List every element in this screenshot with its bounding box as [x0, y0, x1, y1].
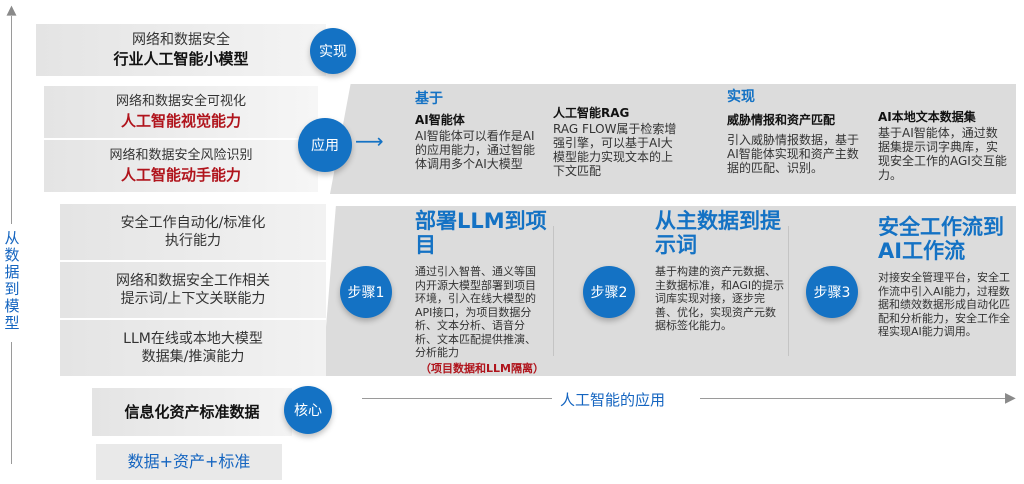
app-col-threat-body: 引入威胁情报数据，基于AI智能体实现和资产主数据的匹配、识别。: [727, 133, 860, 175]
steps-panel: [322, 206, 1016, 376]
step-separator-2: [788, 226, 789, 356]
layer-action-line1: 网络和数据安全风险识别: [109, 148, 253, 163]
layer-prompt-line1: 网络和数据安全工作相关: [116, 273, 270, 289]
step1-body: 通过引入智普、通义等国内开源大模型部署到项目环境，引入在线大模型的API接口，为…: [415, 265, 536, 359]
application-badge: 应用: [298, 118, 352, 172]
axis-label: 从数据到模型: [4, 229, 20, 332]
step3-badge: 步骤3: [806, 266, 858, 318]
layer-automation-line2: 执行能力: [165, 233, 221, 249]
core-badge: 核心: [284, 386, 332, 434]
layer-visual-capability: 网络和数据安全可视化 人工智能视觉能力: [44, 86, 318, 138]
step1-note: （项目数据和LLM隔离）: [420, 362, 544, 375]
application-panel: [330, 84, 1016, 194]
layer-action-line2: 人工智能动手能力: [120, 166, 241, 184]
arrow-right-icon: ▶: [1005, 390, 1016, 406]
ai-application-line-left: [362, 398, 552, 399]
layer-industry-model-line2: 行业人工智能小模型: [113, 50, 249, 68]
step1-title: 部署LLM到项目: [415, 209, 547, 257]
layer-visual-line1: 网络和数据安全可视化: [115, 94, 246, 109]
arrow-right-icon: ⟶: [355, 129, 384, 153]
layer-llm-dataset: LLM在线或本地大模型 数据集/推演能力: [60, 320, 326, 376]
ai-application-label: 人工智能的应用: [560, 391, 666, 409]
app-group-basis-title: 基于: [415, 91, 443, 107]
step2-body: 基于构建的资产元数据、主数据标准，和AGI的提示词库实现对接，逐步完善、优化，实…: [655, 265, 785, 332]
layer-llm-line1: LLM在线或本地大模型: [123, 331, 263, 347]
step1-badge: 步骤1: [340, 266, 392, 318]
layer-llm-line2: 数据集/推演能力: [141, 349, 245, 365]
step3-body: 对接安全管理平台，安全工作流中引入AI能力，过程数据和绩效数据形成自动化匹配和分…: [878, 271, 1010, 338]
app-col-dataset-title: AI本地文本数据集: [878, 110, 976, 124]
axis-line-bottom: [11, 342, 12, 464]
layer-action-capability: 网络和数据安全风险识别 人工智能动手能力: [44, 140, 318, 192]
app-col-threat-title: 威胁情报和资产匹配: [727, 113, 836, 127]
layer-core-text: 信息化资产标准数据: [124, 403, 260, 421]
axis-line-top: [11, 16, 12, 224]
implement-badge: 实现: [310, 28, 356, 74]
step2-badge: 步骤2: [583, 266, 635, 318]
app-group-implement-title: 实现: [727, 89, 755, 105]
app-col-dataset-body: 基于AI智能体，通过数据集提示词字典库，实现安全工作的AGI交互能力。: [878, 126, 1007, 182]
app-col-agent-body: AI智能体可以看作是AI的应用能力，通过智能体调用多个AI大模型: [415, 129, 536, 171]
layer-prompt-line2: 提示词/上下文关联能力: [120, 291, 266, 307]
layer-industry-model: 网络和数据安全 行业人工智能小模型: [36, 24, 326, 76]
step3-title: 安全工作流到AI工作流: [878, 215, 1004, 263]
app-col-rag-body: RAG FLOW属于检索增强引擎，可以基于AI大模型能力实现文本的上下文匹配: [553, 122, 677, 178]
app-col-rag-title: 人工智能RAG: [553, 106, 630, 120]
app-col-agent-title: AI智能体: [415, 113, 465, 127]
layer-automation: 安全工作自动化/标准化 执行能力: [60, 204, 326, 260]
ai-application-line-right: [700, 398, 1006, 399]
layer-base-text: 数据+资产+标准: [127, 452, 251, 471]
layer-prompt-context: 网络和数据安全工作相关 提示词/上下文关联能力: [60, 262, 326, 318]
layer-core-data: 信息化资产标准数据: [92, 388, 292, 436]
step-separator-1: [553, 226, 554, 356]
step2-title: 从主数据到提示词: [655, 209, 781, 257]
layer-base: 数据+资产+标准: [96, 444, 282, 480]
layer-visual-line2: 人工智能视觉能力: [120, 112, 241, 130]
layer-automation-line1: 安全工作自动化/标准化: [120, 215, 266, 231]
arrow-up-icon: ▲: [6, 3, 17, 18]
layer-industry-model-line1: 网络和数据安全: [132, 32, 230, 48]
